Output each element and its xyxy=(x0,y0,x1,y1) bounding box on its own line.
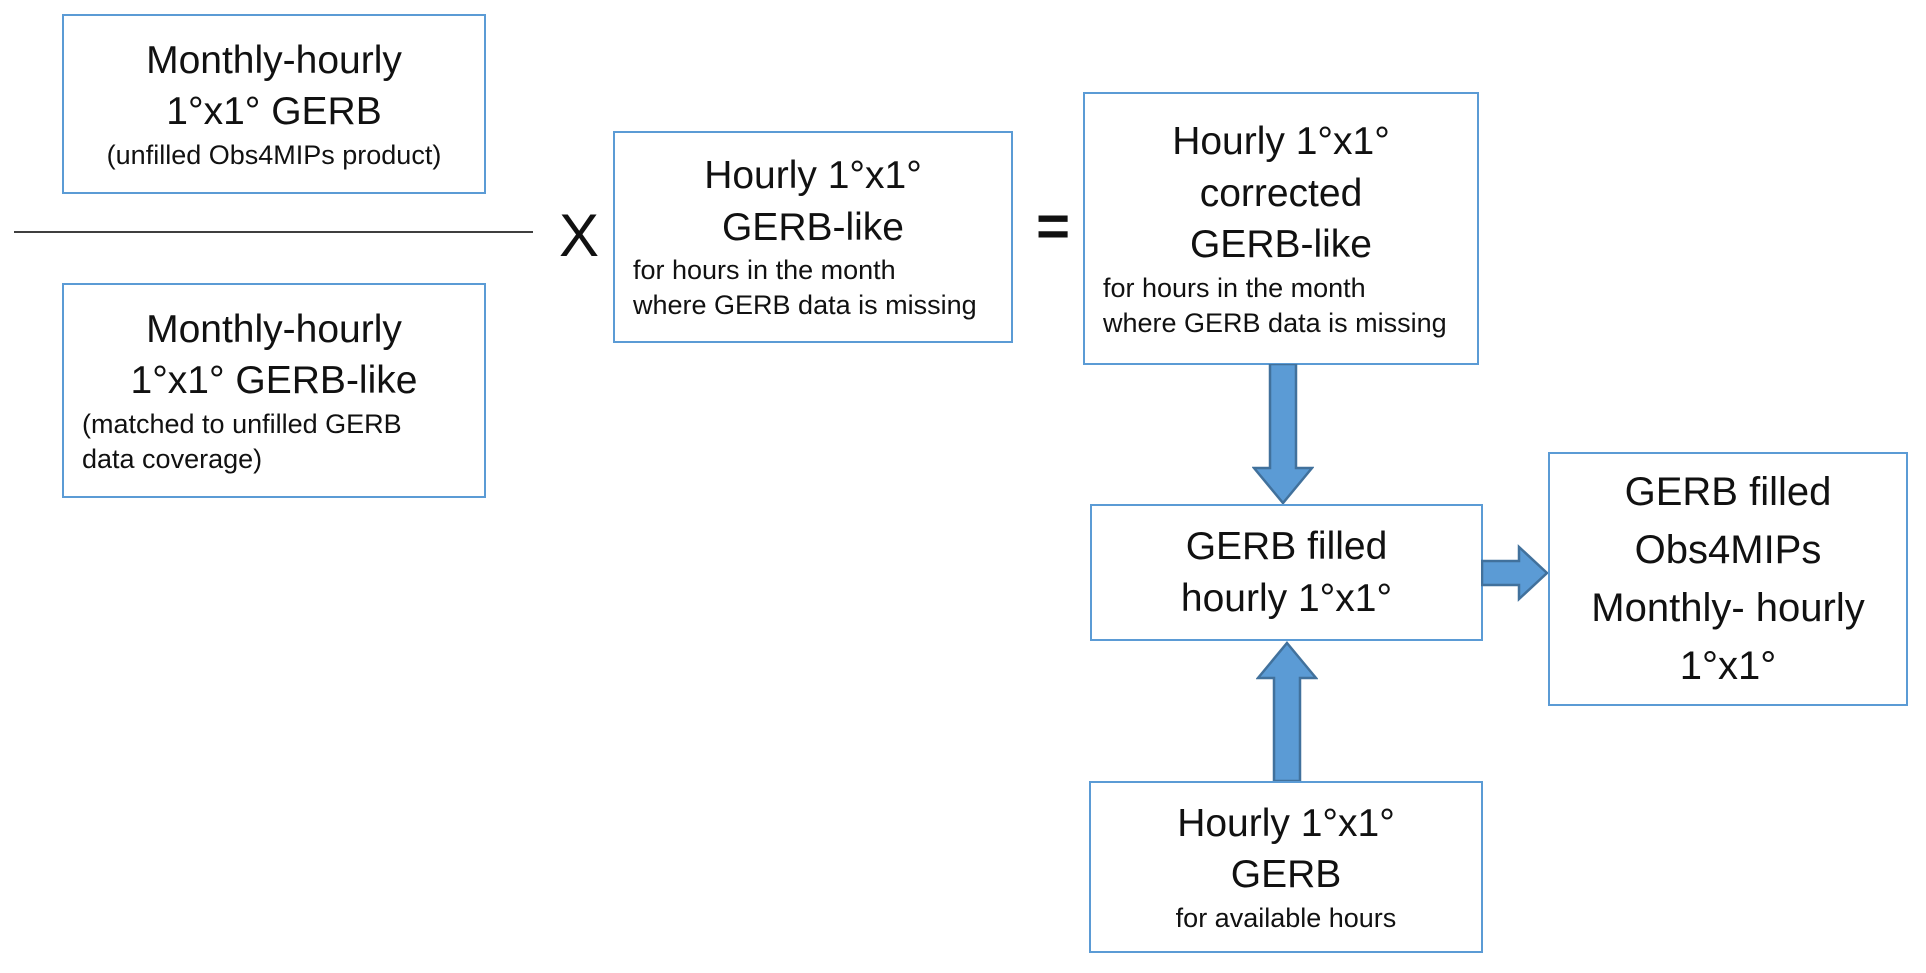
box-note-line: for hours in the month xyxy=(633,255,896,286)
box-title-line: Hourly 1°x1° xyxy=(704,154,922,198)
up-arrow-icon xyxy=(1256,641,1318,782)
box-title-line: GERB-like xyxy=(721,205,905,249)
gerb-filled-obs4mips-box: GERB filled Obs4MIPs Monthly- hourly 1°x… xyxy=(1548,452,1908,706)
box-note-line: data coverage) xyxy=(82,443,263,474)
box-title-line: corrected xyxy=(1199,171,1363,215)
box-notes: (matched to unfilled GERB data coverage) xyxy=(64,407,484,477)
box-title-line: Monthly- hourly xyxy=(1591,586,1865,630)
box-title-line: 1°x1° xyxy=(1679,644,1777,688)
corrected-gerblike-box: Hourly 1°x1° corrected GERB-like for hou… xyxy=(1083,92,1479,365)
box-title-line: GERB xyxy=(1230,853,1342,897)
box-title-line: 1°x1° GERB-like xyxy=(130,359,418,403)
box-title-line: GERB-like xyxy=(1189,223,1373,267)
box-title-line: Monthly-hourly xyxy=(146,38,402,82)
box-note-line: (unfilled Obs4MIPs product) xyxy=(106,139,442,170)
box-note-line: for available hours xyxy=(1175,902,1397,933)
box-note-line: (matched to unfilled GERB xyxy=(82,408,402,439)
box-note-line: where GERB data is missing xyxy=(1103,307,1447,338)
box-title-line: Monthly-hourly xyxy=(146,307,402,351)
box-title-line: Obs4MIPs xyxy=(1634,528,1822,572)
box-title-line: Hourly 1°x1° xyxy=(1177,801,1395,845)
box-title-line: Hourly 1°x1° xyxy=(1172,120,1390,164)
box-title-line: GERB filled xyxy=(1185,525,1388,569)
gerblike-missing-box: Hourly 1°x1° GERB-like for hours in the … xyxy=(613,131,1013,343)
box-notes: for hours in the month where GERB data i… xyxy=(1085,271,1477,341)
multiply-operator: X xyxy=(558,202,600,269)
right-arrow-icon xyxy=(1481,544,1549,602)
box-title-line: 1°x1° GERB xyxy=(166,90,382,134)
box-notes: for hours in the month where GERB data i… xyxy=(615,253,1011,323)
fraction-bar xyxy=(14,231,533,233)
box-title-line: hourly 1°x1° xyxy=(1180,576,1393,620)
gerb-filled-hourly-box: GERB filled hourly 1°x1° xyxy=(1090,504,1483,641)
box-title-line: GERB filled xyxy=(1624,470,1832,514)
box-note-line: where GERB data is missing xyxy=(633,290,977,321)
down-arrow-icon xyxy=(1252,364,1314,505)
denominator-box: Monthly-hourly 1°x1° GERB-like (matched … xyxy=(62,283,486,498)
box-note-line: for hours in the month xyxy=(1103,272,1366,303)
hourly-gerb-box: Hourly 1°x1° GERB for available hours xyxy=(1089,781,1483,953)
equals-operator: = xyxy=(1036,194,1070,259)
numerator-box: Monthly-hourly 1°x1° GERB (unfilled Obs4… xyxy=(62,14,486,194)
